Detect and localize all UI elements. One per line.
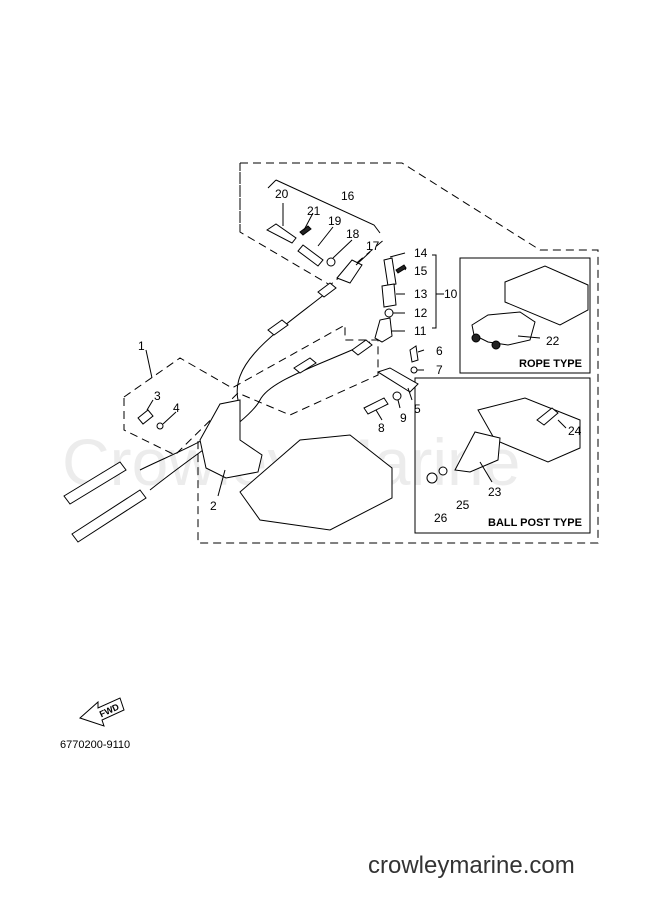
ball-post-type-label: BALL POST TYPE xyxy=(488,517,582,529)
cable-fitting-lower-a xyxy=(351,339,373,356)
bolt-6 xyxy=(409,345,419,363)
washer-4 xyxy=(156,422,164,430)
leader-2 xyxy=(217,469,226,497)
callout-2: 2 xyxy=(210,499,217,513)
leader-15 xyxy=(404,267,407,271)
callout-26: 26 xyxy=(434,511,448,525)
rope-bracket-22 xyxy=(471,311,536,346)
callout-12: 12 xyxy=(414,306,428,320)
callout-3: 3 xyxy=(154,389,161,403)
ball-post-type-box xyxy=(414,377,591,534)
callout-16: 16 xyxy=(341,189,355,203)
cable-group-frame xyxy=(239,163,387,286)
leader-14 xyxy=(389,252,406,258)
leader-3 xyxy=(146,399,154,411)
pin-14 xyxy=(383,257,397,287)
bracket-line-10 xyxy=(432,254,444,329)
diagram-part-number: 6770200-9110 xyxy=(60,739,130,751)
leader-17 xyxy=(355,251,371,266)
callout-23: 23 xyxy=(488,485,502,499)
mount-plate-ghost xyxy=(239,434,393,531)
assembly-frame xyxy=(197,162,599,544)
clip-15 xyxy=(395,264,407,274)
callout-11: 11 xyxy=(414,324,427,338)
spring-13 xyxy=(381,283,397,308)
cable-fitting-lower-b xyxy=(293,357,317,374)
callout-17: 17 xyxy=(366,239,380,253)
callout-22: 22 xyxy=(546,334,560,348)
washer-12 xyxy=(384,308,394,318)
rope-type-ghost-bracket xyxy=(504,265,589,326)
callout-9: 9 xyxy=(400,411,407,425)
leader-18 xyxy=(332,239,353,259)
nut-9 xyxy=(392,391,402,401)
washer-18 xyxy=(326,257,336,267)
cable-end-left-lower xyxy=(71,489,147,543)
leader-8 xyxy=(375,409,383,421)
bolt-24 xyxy=(536,407,559,426)
bolt-20 xyxy=(266,223,297,244)
washer-7 xyxy=(410,366,418,374)
leader-23 xyxy=(479,461,493,483)
callout-8: 8 xyxy=(378,421,385,435)
washer-25 xyxy=(438,466,448,476)
callout-14: 14 xyxy=(414,246,428,260)
callout-5: 5 xyxy=(414,402,421,416)
callout-1: 1 xyxy=(138,339,145,353)
callout-10: 10 xyxy=(444,287,458,301)
ball-post-plate-23 xyxy=(454,431,501,473)
spring-19 xyxy=(297,244,324,267)
cable-end-left-upper xyxy=(63,461,127,505)
callout-24: 24 xyxy=(568,424,582,438)
leader-6 xyxy=(417,349,425,353)
callout-25: 25 xyxy=(456,498,470,512)
link-11 xyxy=(374,317,393,343)
bracket-line-16 xyxy=(267,179,381,234)
callout-19: 19 xyxy=(328,214,342,228)
leader-21 xyxy=(303,212,314,231)
cable-fitting-upper-b xyxy=(267,319,289,336)
fwd-arrow-icon xyxy=(79,697,125,727)
site-url: crowleymarine.com xyxy=(368,852,575,879)
callout-20: 20 xyxy=(275,187,289,201)
bolt-8 xyxy=(363,397,389,415)
cable-fitting-upper-a xyxy=(317,282,337,298)
control-bracket-2 xyxy=(199,399,263,479)
leader-5 xyxy=(407,387,413,401)
bolt-3 xyxy=(137,409,154,425)
leader-4 xyxy=(162,411,177,425)
callout-13: 13 xyxy=(414,287,428,301)
callout-4: 4 xyxy=(173,401,180,415)
lower-dashed-frame xyxy=(123,324,379,456)
rope-type-label: ROPE TYPE xyxy=(519,358,582,370)
callout-7: 7 xyxy=(436,363,443,377)
callout-21: 21 xyxy=(307,204,321,218)
cable-end-17 xyxy=(336,259,363,284)
rope-type-box xyxy=(459,257,591,374)
leader-19 xyxy=(317,226,334,247)
rope-hook-right xyxy=(491,340,501,350)
rope-hook-left xyxy=(471,333,481,343)
nut-26 xyxy=(426,472,438,484)
leader-22 xyxy=(517,335,541,339)
plate-5 xyxy=(376,367,419,393)
callout-18: 18 xyxy=(346,227,360,241)
callout-15: 15 xyxy=(414,264,428,278)
shift-cable xyxy=(149,341,371,491)
leader-1 xyxy=(145,349,153,379)
leader-24 xyxy=(557,419,567,429)
callout-6: 6 xyxy=(436,344,443,358)
leader-9 xyxy=(397,399,401,409)
